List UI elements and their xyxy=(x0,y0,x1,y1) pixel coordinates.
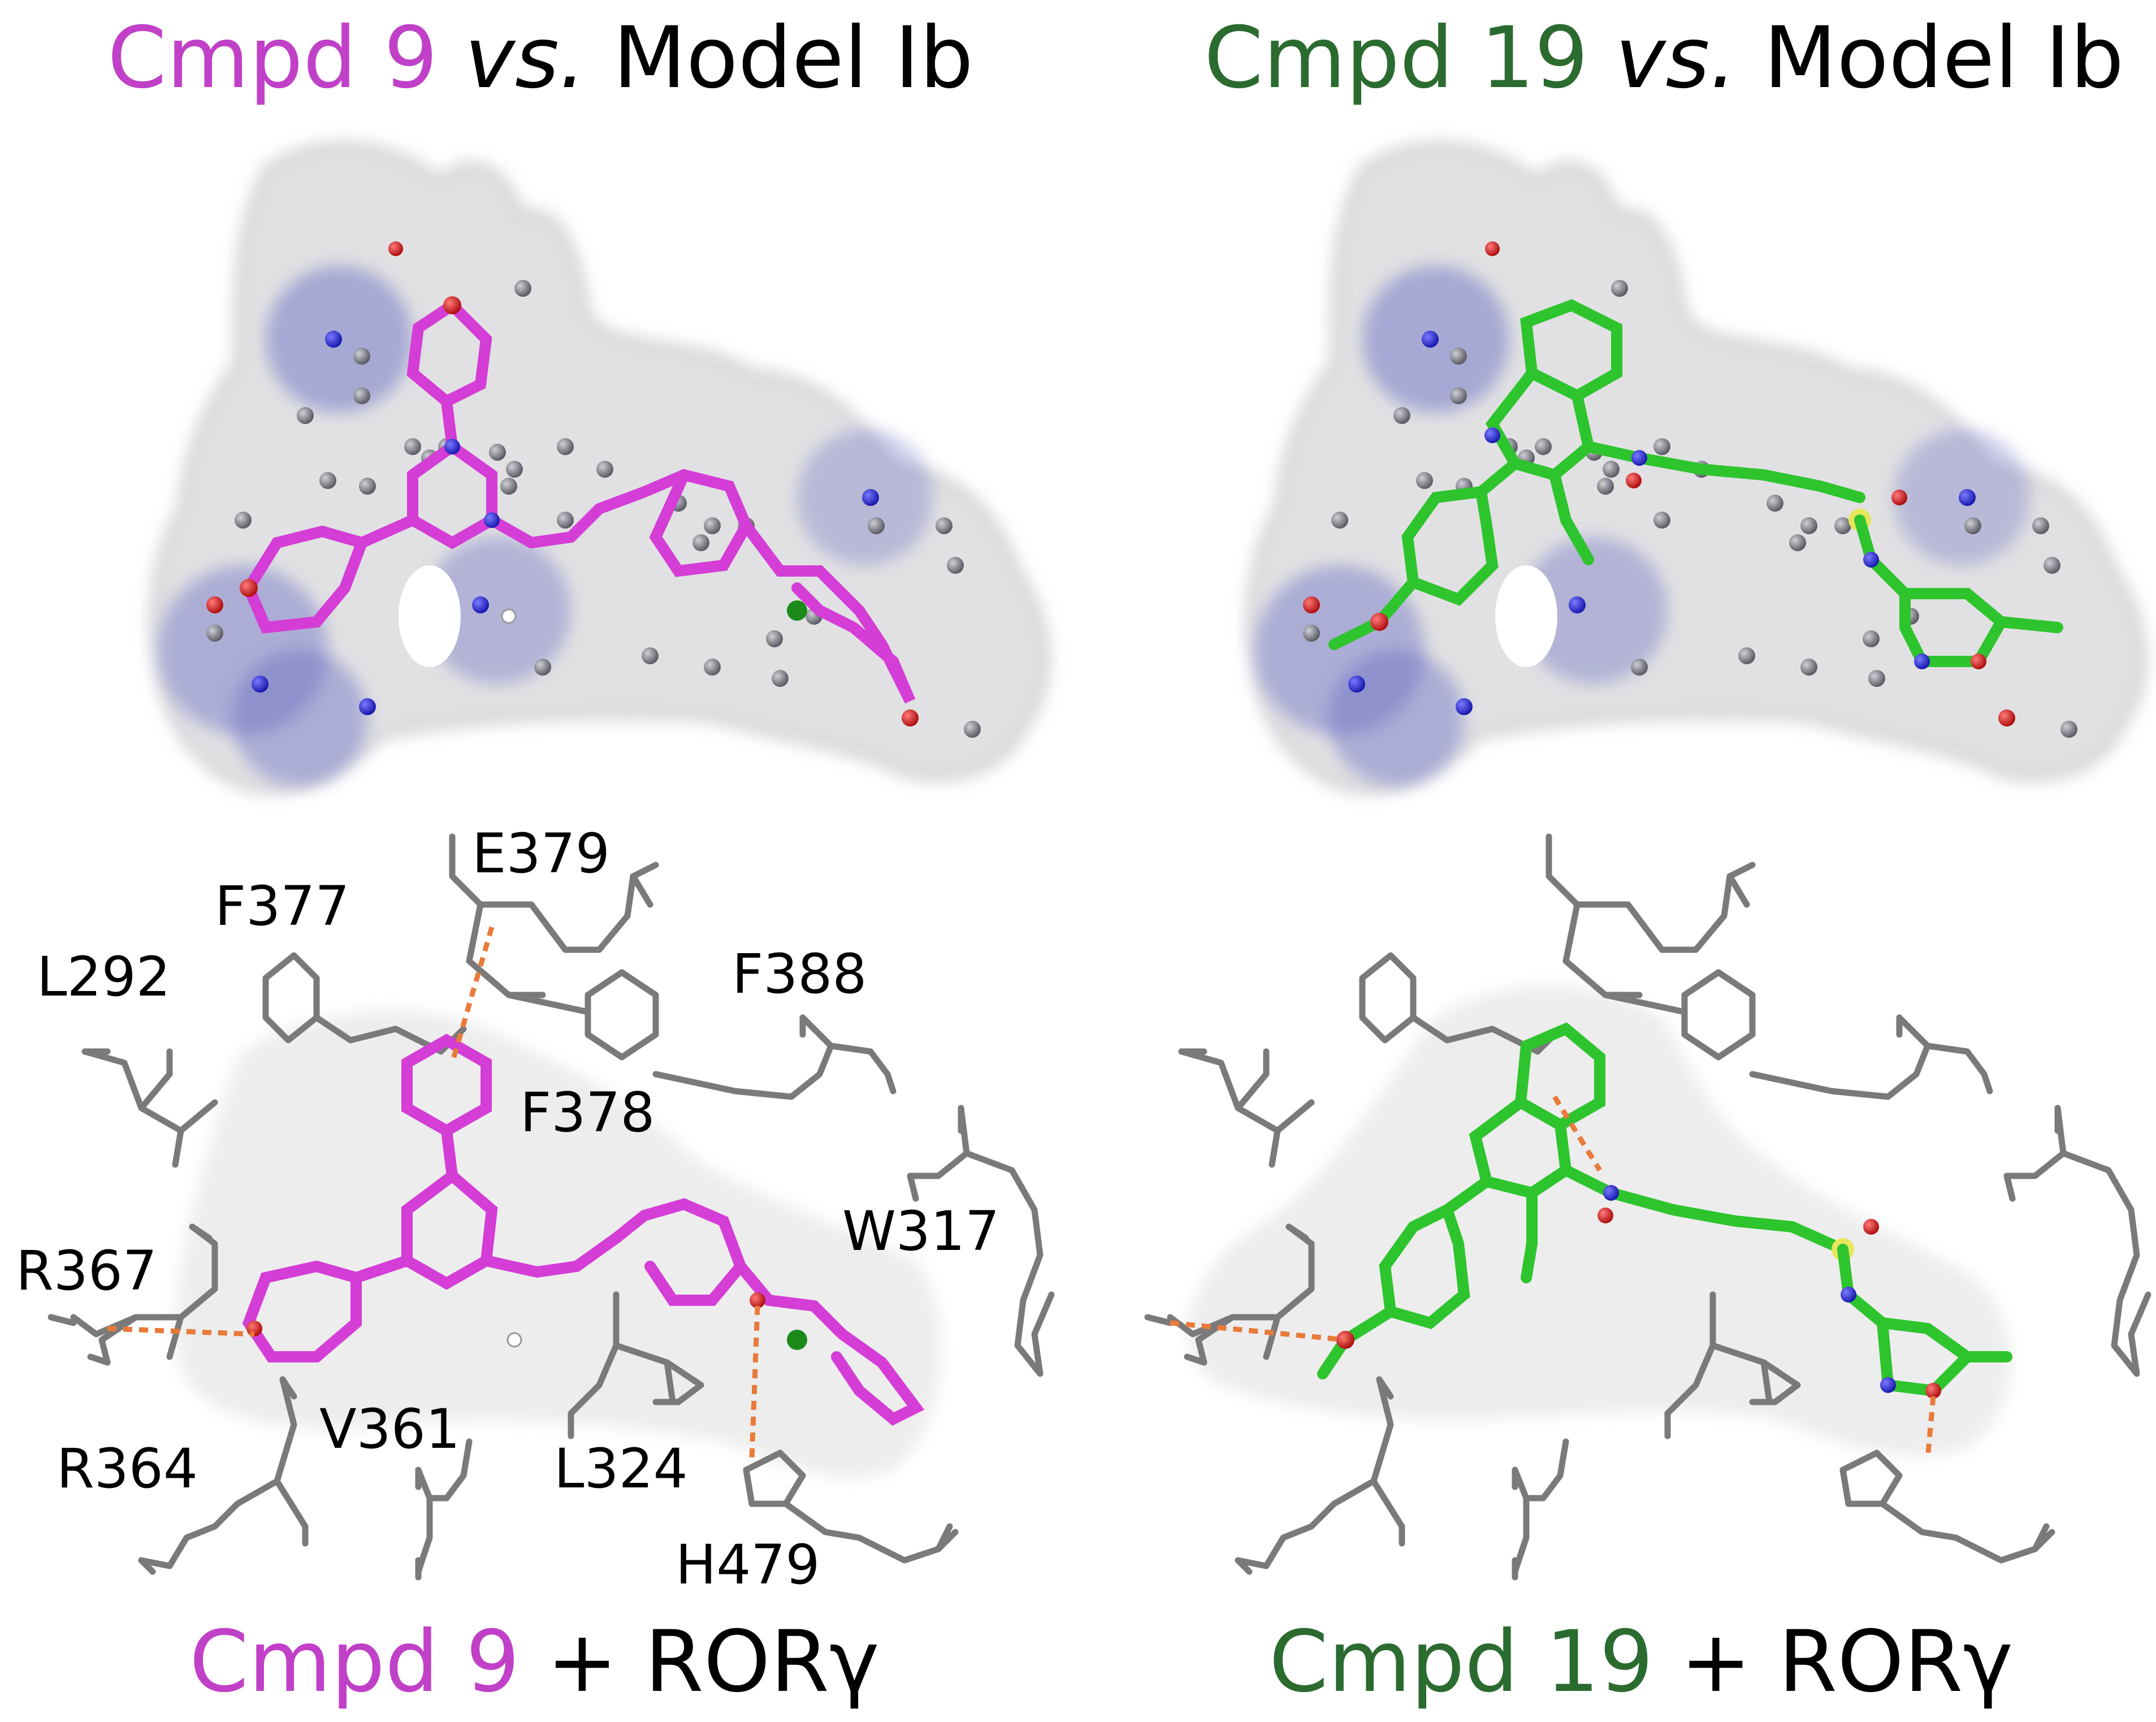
model-label: Model Ib xyxy=(1763,9,2124,107)
cmpd9-docked xyxy=(242,1033,925,1426)
residue-label-r364: R364 xyxy=(57,1437,198,1500)
hbond-h479 xyxy=(749,1305,760,1459)
residue-label-v361: V361 xyxy=(319,1397,460,1461)
pharmacophore-panel-cmpd9 xyxy=(153,145,1046,790)
residue-label-h479: H479 xyxy=(676,1533,820,1596)
plus-label: + xyxy=(547,1613,618,1711)
residue-label-f388: F388 xyxy=(732,942,867,1006)
vs-label: vs. xyxy=(1615,9,1737,107)
residue-label-l292: L292 xyxy=(37,945,171,1009)
cmpd9-label: Cmpd 9 xyxy=(189,1613,520,1711)
target-label: RORγ xyxy=(1778,1613,2014,1711)
vs-label: vs. xyxy=(465,9,586,107)
model-label: Model Ib xyxy=(613,9,973,107)
cmpd9-label: Cmpd 9 xyxy=(107,9,438,107)
panel-title-top-right: Cmpd 19 vs. Model Ib xyxy=(1204,16,2124,101)
hbond-r367 xyxy=(107,1326,255,1337)
residue-label-f378: F378 xyxy=(520,1081,655,1144)
residue-label-e379: E379 xyxy=(472,822,610,885)
cmpd19-molecule-3d xyxy=(1328,299,2063,669)
plus-label: + xyxy=(1680,1613,1752,1711)
panel-title-bottom-right: Cmpd 19 + RORγ xyxy=(1269,1620,2013,1704)
residue-label-w317: W317 xyxy=(842,1200,1000,1263)
target-label: RORγ xyxy=(644,1613,880,1711)
cmpd19-label: Cmpd 19 xyxy=(1204,9,1588,107)
pharmacophore-panel-cmpd19 xyxy=(1249,145,2143,790)
residue-label-r367: R367 xyxy=(16,1239,157,1303)
panel-title-bottom-left: Cmpd 9 + RORγ xyxy=(189,1620,880,1704)
cmpd19-label: Cmpd 19 xyxy=(1269,1613,1653,1711)
hbond-h479 xyxy=(1925,1396,1936,1459)
residue-label-l324: L324 xyxy=(554,1437,688,1500)
cmpd19-docked xyxy=(1317,1022,2012,1399)
panel-title-top-left: Cmpd 9 vs. Model Ib xyxy=(107,16,973,101)
cmpd9-molecule-3d xyxy=(240,296,916,704)
residue-label-f377: F377 xyxy=(215,875,350,938)
docking-panel-cmpd9 xyxy=(51,837,1051,1577)
hbond-e379 xyxy=(449,926,495,1064)
hbond-r367 xyxy=(1170,1320,1346,1343)
docking-panel-cmpd19 xyxy=(1148,837,2148,1577)
hbond-backbone xyxy=(1552,1095,1602,1172)
